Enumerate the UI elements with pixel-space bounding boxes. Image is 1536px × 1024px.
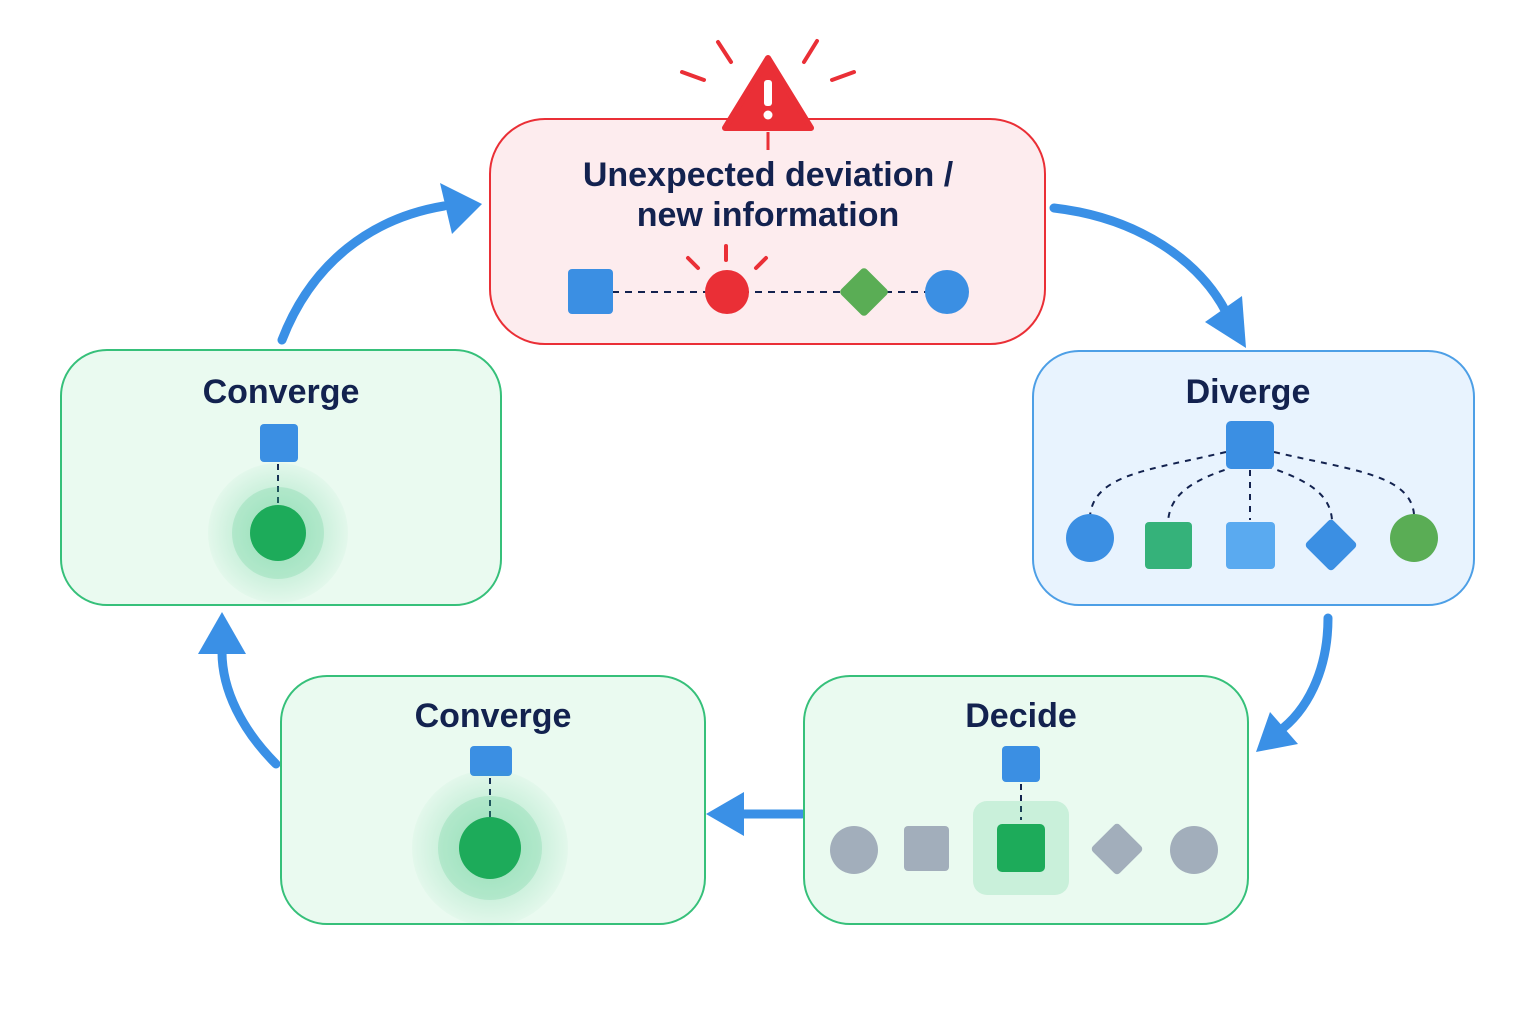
- light-blue-square-icon: [1226, 522, 1275, 569]
- decide-title: Decide: [965, 697, 1077, 735]
- gray-diamond-icon: [1091, 823, 1143, 875]
- deviation-title-line-1: Unexpected deviation /: [583, 156, 954, 194]
- arrowheads: [198, 183, 1298, 836]
- branch-lines: [1089, 451, 1415, 523]
- arrow-deviation-to-diverge: [1049, 203, 1231, 317]
- blue-diamond-icon: [1305, 519, 1357, 571]
- converge-left-title: Converge: [203, 373, 360, 411]
- warning-triangle-icon: [722, 55, 814, 150]
- arrowhead-icon: [706, 792, 744, 836]
- diverge-node: Diverge: [1032, 350, 1475, 606]
- warning-rays: [680, 39, 856, 82]
- green-circle-icon: [459, 817, 521, 879]
- arrow-converge-to-deviation: [277, 201, 449, 345]
- converge-bottom-title: Converge: [415, 697, 572, 735]
- cycle-arrows: [217, 201, 1333, 819]
- red-burst-icon: [686, 244, 768, 314]
- arrow-diverge-to-decide: [1273, 613, 1333, 737]
- arrow-converge-to-converge: [217, 647, 281, 769]
- blue-square-icon: [470, 746, 512, 776]
- arrowhead-icon: [198, 612, 246, 654]
- gray-square-icon: [904, 826, 949, 871]
- converge-bottom-node: Converge: [280, 675, 706, 926]
- green-square-icon: [997, 824, 1045, 872]
- blue-square-icon: [1002, 746, 1040, 782]
- blue-square-icon: [1226, 421, 1274, 469]
- arrowhead-icon: [440, 183, 482, 234]
- blue-circle-icon: [1066, 514, 1114, 562]
- deviation-node: Unexpected deviation / new information: [489, 39, 1046, 345]
- blue-circle-icon: [925, 270, 969, 314]
- gray-circle-icon: [830, 826, 878, 874]
- teal-square-icon: [1145, 522, 1192, 569]
- gray-circle-icon: [1170, 826, 1218, 874]
- green-diamond-icon: [840, 268, 888, 316]
- blue-square-icon: [260, 424, 298, 462]
- diverge-title: Diverge: [1186, 373, 1311, 411]
- arrowhead-icon: [1256, 712, 1298, 752]
- arrowhead-icon: [1205, 296, 1246, 348]
- green-circle-icon: [1390, 514, 1438, 562]
- deviation-title-line-2: new information: [637, 196, 900, 234]
- decide-node: Decide: [803, 675, 1249, 925]
- blue-square-icon: [568, 269, 613, 314]
- converge-left-node: Converge: [60, 349, 502, 606]
- green-circle-icon: [250, 505, 306, 561]
